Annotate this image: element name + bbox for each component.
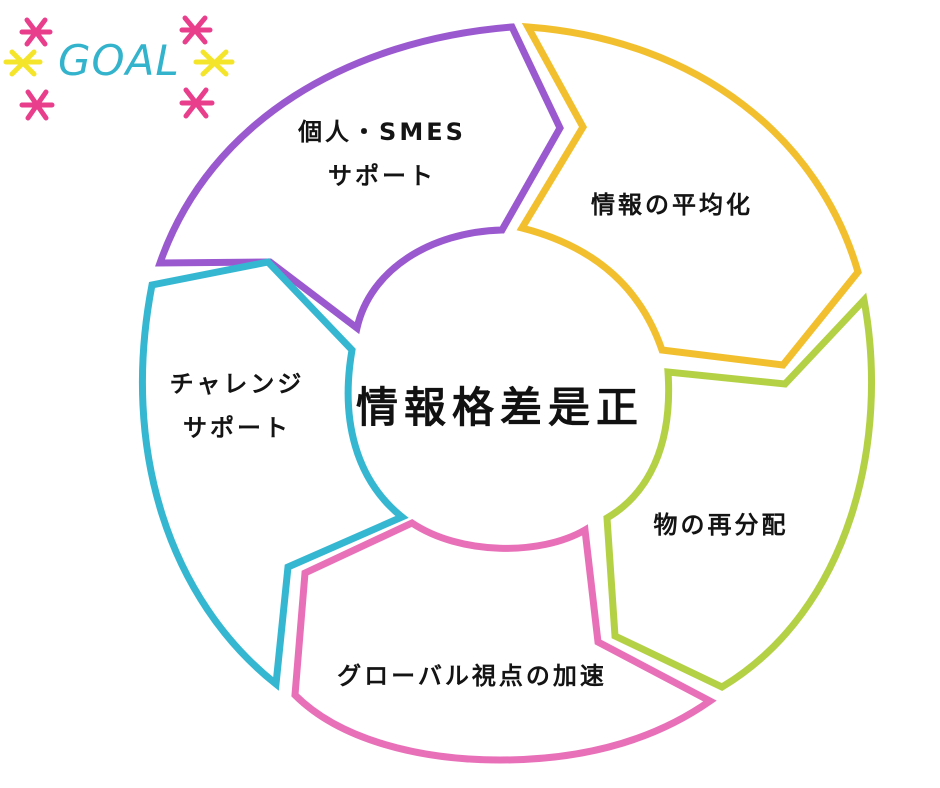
segment-shape-challenge-support xyxy=(139,258,409,691)
segment-label-line: チャレンジ xyxy=(169,370,305,398)
goal-logo-text: GOAL xyxy=(58,36,180,85)
segment-shape-individual-smes-support xyxy=(155,23,564,335)
segment-shape-global-perspective xyxy=(291,518,717,764)
segment-label-line: サポート xyxy=(183,414,291,442)
segment-label-challenge-support: チャレンジ サポート xyxy=(162,362,312,450)
segment-label-individual-smes-support: 個人・SMES サポート xyxy=(292,110,472,198)
segment-label-information-equalization: 情報の平均化 xyxy=(572,183,772,227)
segment-label-line: 物の再分配 xyxy=(653,511,789,539)
segment-label-line: サポート xyxy=(328,162,436,190)
segment-label-line: 情報の平均化 xyxy=(591,191,753,219)
center-title: 情報格差是正 xyxy=(355,383,644,432)
segment-label-redistribution-of-goods: 物の再分配 xyxy=(636,503,806,547)
segment-shape-redistribution-of-goods xyxy=(603,292,876,691)
segment-shape-information-equalization xyxy=(516,23,862,369)
goal-sparkles-icon xyxy=(3,15,235,121)
segment-label-global-perspective: グローバル視点の加速 xyxy=(312,654,632,698)
segment-label-line: 個人・SMES xyxy=(298,118,466,146)
segment-label-line: グローバル視点の加速 xyxy=(337,662,607,690)
